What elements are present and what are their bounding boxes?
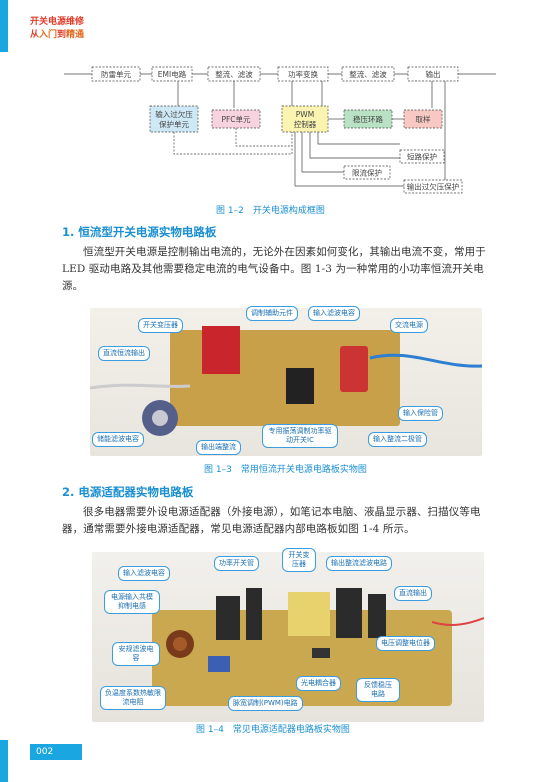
photo-label: 开关变压器: [138, 318, 183, 333]
photo-label: 输入滤波电容: [118, 566, 170, 581]
diagram-box-power: 功率变换: [277, 66, 329, 82]
section-heading: 1. 恒流型开关电源实物电路板: [62, 225, 217, 239]
diagram-box-ovp: 输出过欠压保护: [403, 179, 463, 194]
paragraph: 恒流型开关电源是控制输出电流的，无论外在因素如何变化，其输出电流不变，常用于 L…: [62, 246, 486, 292]
photo-label: 输入整流二极管: [368, 432, 427, 447]
diagram-box-rectify1: 整流、滤波: [207, 66, 261, 82]
diagram-label: 输出过欠压保护: [407, 182, 460, 192]
photo-label: 交流电源: [390, 318, 428, 333]
figure-caption: 图 1–2 开关电源构成框图: [216, 206, 325, 216]
photo-label: 电源输入共模抑制电感: [104, 590, 160, 614]
photo-label: 开关变压器: [282, 548, 316, 572]
photo-label: 储能滤波电容: [92, 432, 144, 447]
photo-label: 负温度系数热敏限流电阻: [100, 686, 166, 710]
diagram-label: EMI电路: [158, 69, 187, 79]
book-header: 开关电源维修 从入门到精通: [30, 16, 84, 42]
photo-label: 光电耦合器: [296, 676, 341, 691]
diagram-box-rectify2: 整流、滤波: [341, 66, 395, 82]
diagram-box-current: 限流保护: [343, 165, 391, 180]
figure-caption: 图 1–4 常见电源适配器电路板实物图: [196, 725, 350, 735]
book-subtitle: 从入门到精通: [30, 30, 85, 40]
pcb-illustration: [90, 326, 482, 436]
diagram-box-uvp: 输入过欠压 保护单元: [149, 105, 199, 133]
svg-text:保护单元: 保护单元: [159, 119, 189, 129]
diagram-label: 取样: [416, 114, 431, 124]
diagram-label: 整流、滤波: [215, 69, 253, 79]
diagram-box-pfc: PFC单元: [211, 109, 261, 129]
photo-label: 功率开关管: [214, 556, 259, 571]
photo-label: 输入滤波电容: [308, 306, 360, 321]
photo-label: 脉宽调制(PWM)电路: [228, 696, 303, 711]
photo-label: 专用振荡调制功率驱动开关IC: [262, 424, 338, 448]
diagram-label: 限流保护: [352, 168, 382, 178]
photo-label: 安规滤波电容: [112, 642, 160, 666]
block-diagram: 防雷单元 EMI电路 整流、滤波 功率变换 整流、滤波 输出 输入过欠压 保护单…: [64, 66, 496, 194]
photo-label: 调制辅助元件: [246, 306, 298, 321]
diagram-box-regulator: 稳压环路: [343, 109, 393, 129]
diagram-label: 稳压环路: [353, 114, 383, 124]
figure-caption: 图 1–3 常用恒流开关电源电路板实物图: [204, 465, 367, 475]
photo-label: 输出端整流: [196, 440, 241, 455]
diagram-box-emi: EMI电路: [151, 66, 193, 82]
diagram-label: 输出: [426, 69, 441, 79]
diagram-label: PFC单元: [221, 114, 251, 124]
left-accent-bar-bottom: [0, 740, 8, 782]
diagram-box-pwm: PWM 控制器: [281, 105, 329, 133]
svg-text:控制器: 控制器: [294, 119, 317, 129]
photo-label: 输出整流滤波电路: [326, 556, 392, 571]
photo-label: 反馈稳压电路: [356, 678, 400, 702]
paragraph: 很多电器需要外设电源适配器（外接电源），如笔记本电脑、液晶显示器、扫描仪等电器，…: [62, 506, 481, 535]
svg-text:PWM: PWM: [296, 110, 314, 119]
diagram-label: 防雷单元: [101, 69, 131, 79]
photo-label: 直流恒流输出: [98, 346, 150, 361]
svg-text:输入过欠压: 输入过欠压: [155, 109, 193, 119]
photo-label: 输入保险管: [398, 406, 443, 421]
photo-label: 直流输出: [394, 586, 432, 601]
book-title: 开关电源维修: [30, 17, 85, 27]
diagram-box-sample: 取样: [403, 109, 443, 129]
page-number: 002: [30, 744, 82, 760]
diagram-box-lightning: 防雷单元: [91, 66, 141, 82]
left-accent-bar-top: [0, 0, 8, 52]
diagram-label: 整流、滤波: [349, 69, 387, 79]
section-heading: 2. 电源适配器实物电路板: [62, 485, 194, 499]
photo-label: 电压调整电位器: [376, 636, 435, 651]
diagram-box-output: 输出: [407, 66, 459, 82]
diagram-label: 功率变换: [288, 69, 318, 79]
diagram-label: 短路保护: [407, 152, 437, 162]
diagram-box-short: 短路保护: [399, 149, 445, 164]
